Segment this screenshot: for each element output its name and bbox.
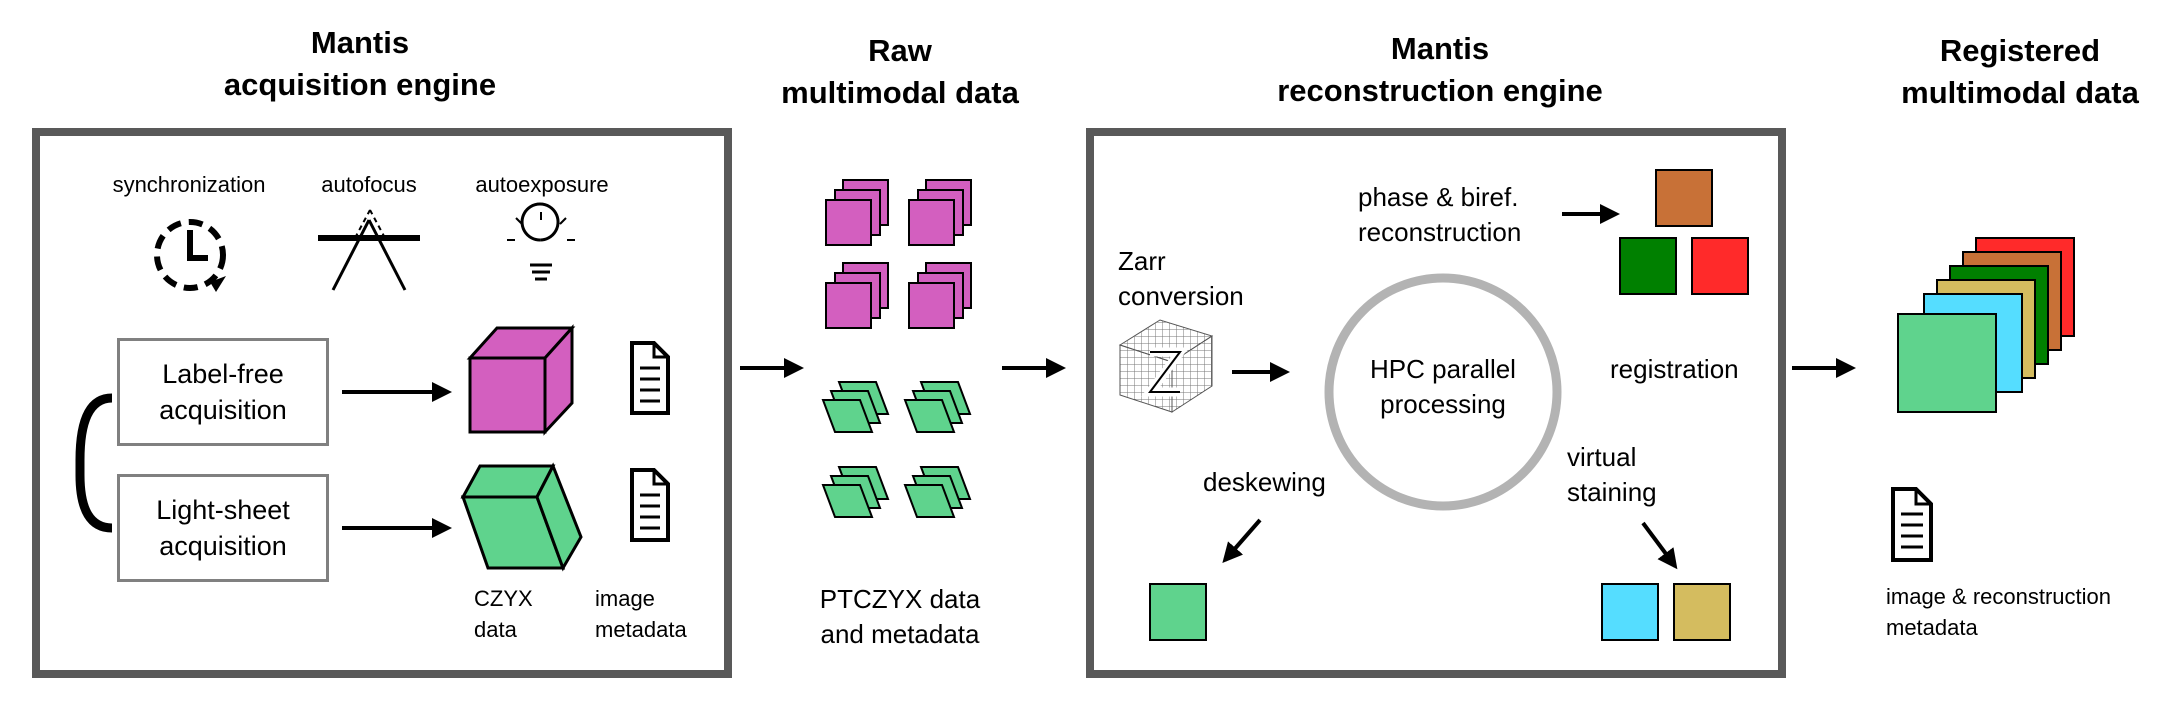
synchronization-label: synchronization (112, 172, 266, 197)
phase-square-orange (1655, 169, 1713, 227)
registered-stack (1897, 237, 2075, 413)
registered-data-title: Registered multimodal data (1901, 33, 2139, 110)
reconstruction-engine-title: Mantis reconstruction engine (1277, 31, 1603, 108)
document-icon (630, 341, 670, 415)
image-metadata-label: image metadata (595, 586, 687, 642)
document-icon (630, 468, 670, 542)
document-icon (1891, 487, 1933, 562)
label-free-acquisition-box: Label-free acquisition (117, 338, 329, 446)
phase-square-red (1691, 237, 1749, 295)
acquisition-link-bracket (75, 393, 113, 533)
autoexposure-label: autoexposure (475, 172, 609, 197)
raw-magenta-stacks (825, 179, 972, 329)
phase-reconstruction-label: phase & biref. reconstruction (1358, 182, 1522, 248)
light-sheet-acquisition-box: Light-sheet acquisition (117, 474, 329, 582)
acquisition-engine-title: Mantis acquisition engine (223, 25, 497, 102)
zarr-grid-icon (1118, 319, 1214, 413)
lightbulb-icon (507, 202, 575, 281)
virtual-stain-square-khaki (1673, 583, 1731, 641)
virtual-stain-square-cyan (1601, 583, 1659, 641)
light-sheet-volume (460, 462, 583, 572)
raw-data-title: Raw multimodal data (781, 33, 1019, 110)
clock-sync-icon (154, 219, 226, 292)
acquisition-engine-box (32, 128, 732, 678)
virtual-stain-arrow (1641, 521, 1678, 570)
hpc-circle (1324, 273, 1562, 511)
virtual-staining-label: virtual staining (1567, 442, 1657, 508)
reconstruction-engine-box (1086, 128, 1786, 678)
czyx-data-label: CZYX data (474, 586, 533, 642)
registered-metadata-caption: image & reconstruction metadata (1886, 584, 2111, 640)
ptczyx-caption: PTCZYX data and metadata (819, 584, 981, 650)
hpc-processing-label: HPC parallel processing (1370, 354, 1516, 420)
autofocus-icon (318, 209, 420, 291)
autofocus-label: autofocus (321, 172, 417, 197)
phase-square-green (1619, 237, 1677, 295)
deskew-arrow (1222, 518, 1262, 564)
zarr-conversion-label: Zarr conversion (1118, 246, 1244, 312)
label-free-cube (466, 324, 576, 436)
registration-label: registration (1610, 354, 1739, 384)
raw-green-stacks (821, 381, 972, 518)
deskewed-square (1149, 583, 1207, 641)
deskewing-label: deskewing (1203, 467, 1326, 497)
